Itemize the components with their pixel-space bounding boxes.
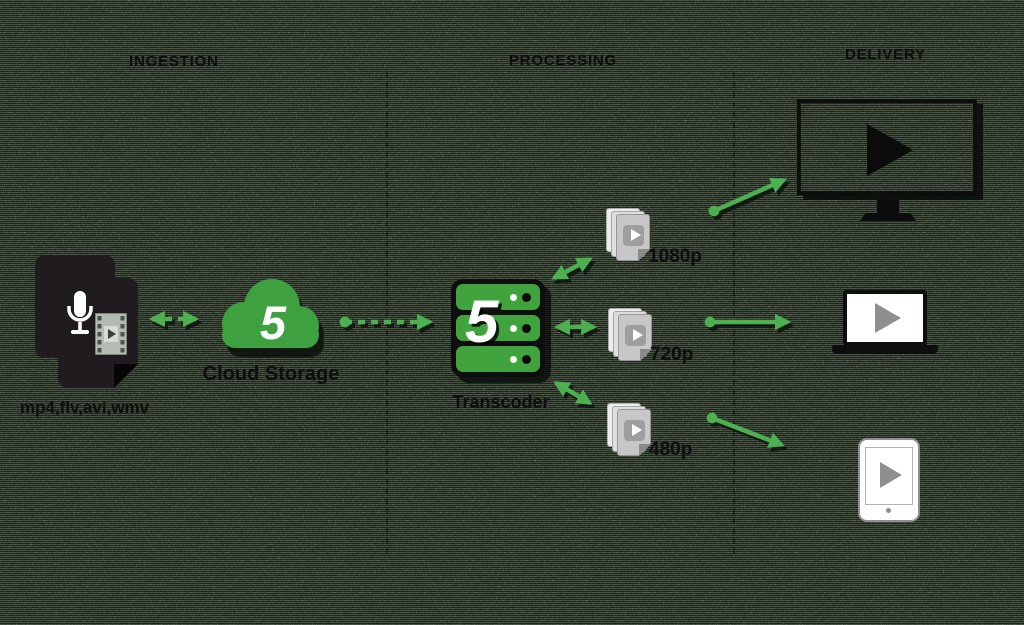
status-led-icon xyxy=(510,355,517,363)
cloud-storage: 5 xyxy=(210,276,336,373)
play-icon xyxy=(623,225,644,246)
transcoder: 5 xyxy=(451,279,551,379)
rendition-480p-label: 480p xyxy=(649,439,693,460)
monitor-screen xyxy=(797,99,977,195)
play-icon xyxy=(875,303,901,333)
section-divider xyxy=(386,72,388,554)
status-led-icon xyxy=(522,354,531,364)
delivery-section-title: DELIVERY xyxy=(845,46,926,63)
source-media-files xyxy=(35,255,145,395)
video-file-720p-icon xyxy=(608,308,656,364)
cloud-icon: 5 xyxy=(222,279,324,357)
monitor-stand xyxy=(877,200,899,214)
cloud-storage-label: Cloud Storage xyxy=(202,363,340,385)
home-button-icon xyxy=(886,508,891,513)
status-led-icon xyxy=(510,293,517,301)
play-icon xyxy=(624,420,645,441)
microphone-icon xyxy=(67,291,93,334)
tablet-body xyxy=(858,438,920,522)
status-led-icon xyxy=(510,324,517,332)
arrow-transcoder-1080p xyxy=(551,257,593,280)
tablet-icon xyxy=(858,438,922,524)
play-icon xyxy=(880,462,902,488)
status-led-icon xyxy=(522,323,531,333)
laptop-icon xyxy=(832,290,938,356)
source-formats-label: mp4,flv,avi,wmv xyxy=(20,398,150,417)
video-file-1080p-icon xyxy=(606,208,654,264)
rendition-1080p-label: 1080p xyxy=(648,246,702,267)
video-file-480p-icon xyxy=(607,403,655,459)
tablet-screen xyxy=(865,447,913,505)
status-led-icon xyxy=(522,292,531,302)
processing-section-title: PROCESSING xyxy=(509,52,618,69)
ingestion-section-title: INGESTION xyxy=(129,53,219,70)
folded-corner-icon xyxy=(114,364,138,388)
transcoder-badge: 5 xyxy=(465,288,499,355)
rendition-720p-label: 720p xyxy=(650,344,694,365)
film-strip-icon xyxy=(95,313,127,355)
section-divider xyxy=(733,72,735,554)
arrow-1080p-to-monitor xyxy=(708,177,787,217)
transcoder-label: Transcoder xyxy=(452,392,550,412)
arrow-480p-to-tablet xyxy=(706,412,786,448)
play-icon xyxy=(867,124,913,176)
arrow-transcoder-480p xyxy=(553,381,593,405)
desktop-monitor-icon xyxy=(797,99,993,223)
cloud-badge: 5 xyxy=(260,296,287,349)
laptop-base xyxy=(832,345,938,354)
play-icon xyxy=(625,325,646,346)
laptop-screen xyxy=(843,290,927,346)
monitor-base xyxy=(860,213,916,221)
